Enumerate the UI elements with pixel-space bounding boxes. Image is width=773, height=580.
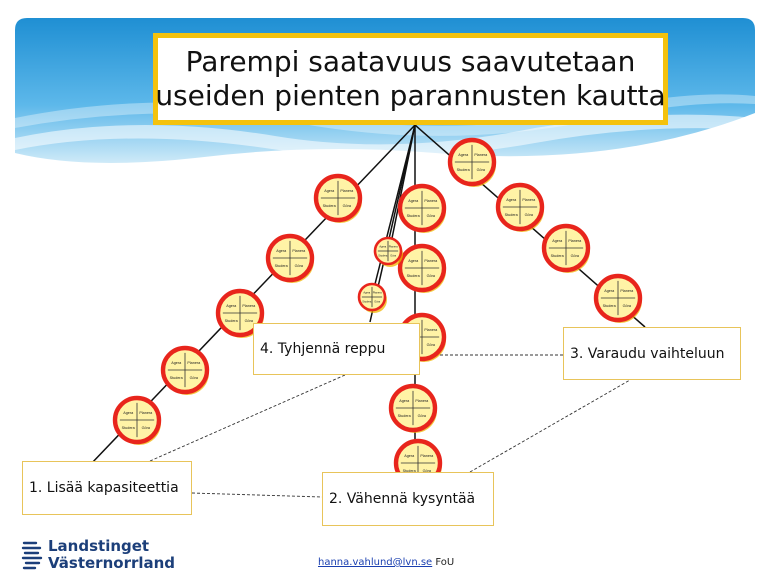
pdsa-quadrant-label: Agera — [408, 259, 419, 263]
pdsa-quadrant-label: Agera — [604, 289, 615, 293]
ramp-line-small-b — [371, 124, 416, 297]
ramp-line-small-a — [389, 124, 416, 249]
pdsa-quadrant-label: Planera — [568, 239, 582, 243]
pdsa-quadrant-label: Planera — [187, 361, 201, 365]
pdsa-quadrant-label: Planera — [389, 244, 398, 248]
pdsa-quadrant-label: Planera — [373, 290, 382, 294]
pdsa-quadrant-label: Planera — [340, 189, 354, 193]
title-line-1: Parempi saatavuus saavutetaan — [185, 45, 636, 78]
pdsa-quadrant-label: Studera — [362, 299, 372, 303]
pdsa-quadrant-label: Studera — [225, 319, 239, 323]
pdsa-quadrant-label: Studera — [403, 469, 417, 473]
label-increase-capacity: 1. Lisää kapasiteettia — [22, 461, 192, 515]
pdsa-quadrant-label: Studera — [457, 168, 471, 172]
logo: Landstinget Västernorrland — [20, 537, 200, 575]
pdsa-quadrant-label: Studera — [398, 414, 412, 418]
logo-icon — [21, 541, 43, 570]
pdsa-quadrant-label: Agera — [276, 249, 287, 253]
pdsa-quadrant-label: Agera — [379, 244, 386, 248]
pdsa-quadrant-label: Göra — [427, 343, 436, 347]
pdsa-quadrant-label: Agera — [171, 361, 182, 365]
pdsa-quadrant-label: Planera — [424, 328, 438, 332]
footer-email-link[interactable]: hanna.vahlund@lvn.se — [318, 557, 433, 568]
label-reduce-demand: 2. Vähennä kysyntää — [322, 472, 494, 526]
pdsa-quadrant-label: Studera — [378, 253, 388, 257]
pdsa-quadrant-label: Agera — [226, 304, 237, 308]
footer: hanna.vahlund@lvn.se FoU — [318, 557, 454, 568]
pdsa-quadrant-label: Studera — [275, 264, 289, 268]
pdsa-quadrant-label: Göra — [423, 469, 432, 473]
pdsa-quadrant-label: Planera — [242, 304, 256, 308]
pdsa-quadrant-label: Agera — [506, 198, 517, 202]
pdsa-quadrant-label: Planera — [420, 454, 434, 458]
pdsa-quadrant-label: Göra — [427, 274, 436, 278]
pdsa-quadrant-label: Planera — [424, 259, 438, 263]
logo-line-1: Landstinget — [48, 537, 150, 555]
pdsa-quadrant-label: Agera — [408, 199, 419, 203]
dashed-link-1-2 — [191, 492, 323, 498]
title-box: Parempi saatavuus saavutetaan useiden pi… — [153, 33, 668, 125]
pdsa-quadrant-label: Göra — [295, 264, 304, 268]
pdsa-quadrant-label: Göra — [477, 168, 486, 172]
label-empty-backpack: 4. Tyhjennä reppu — [253, 323, 420, 375]
pdsa-quadrant-label: Studera — [551, 254, 565, 258]
dashed-link-1-4 — [149, 374, 346, 462]
pdsa-quadrant-label: Agera — [123, 411, 134, 415]
pdsa-quadrant-label: Studera — [407, 214, 421, 218]
pdsa-quadrant-label: Planera — [620, 289, 634, 293]
pdsa-quadrant-label: Planera — [139, 411, 153, 415]
pdsa-quadrant-label: Studera — [505, 213, 519, 217]
pdsa-quadrant-label: Studera — [407, 274, 421, 278]
pdsa-quadrant-label: Göra — [390, 253, 396, 257]
title-line-2: useiden pienten parannusten kautta — [155, 79, 666, 112]
pdsa-quadrant-label: Planera — [292, 249, 306, 253]
pdsa-quadrant-label: Göra — [142, 426, 151, 430]
pdsa-quadrant-label: Göra — [571, 254, 580, 258]
pdsa-quadrant-label: Agera — [324, 189, 335, 193]
pdsa-quadrant-label: Planera — [474, 153, 488, 157]
pdsa-quadrant-label: Planera — [522, 198, 536, 202]
pdsa-quadrant-label: Agera — [552, 239, 563, 243]
pdsa-quadrant-label: Göra — [525, 213, 534, 217]
pdsa-quadrant-label: Göra — [418, 414, 427, 418]
pdsa-quadrant-label: Studera — [323, 204, 337, 208]
label-prepare-variation: 3. Varaudu vaihteluun — [563, 327, 741, 380]
pdsa-quadrant-label: Göra — [245, 319, 254, 323]
pdsa-quadrant-label: Göra — [374, 299, 380, 303]
logo-line-2: Västernorrland — [48, 554, 176, 572]
pdsa-quadrant-label: Göra — [343, 204, 352, 208]
pdsa-quadrant-label: Agera — [363, 290, 370, 294]
pdsa-quadrant-label: Göra — [623, 304, 632, 308]
pdsa-quadrant-label: Planera — [424, 199, 438, 203]
pdsa-quadrant-label: Göra — [190, 376, 199, 380]
pdsa-quadrant-label: Planera — [415, 399, 429, 403]
pdsa-quadrant-label: Göra — [427, 214, 436, 218]
footer-unit: FoU — [435, 557, 455, 568]
pdsa-quadrant-label: Agera — [404, 454, 415, 458]
pdsa-quadrant-label: Studera — [122, 426, 136, 430]
pdsa-quadrant-label: Studera — [603, 304, 617, 308]
pdsa-quadrant-label: Studera — [170, 376, 184, 380]
dashed-links — [149, 354, 631, 498]
pdsa-quadrant-label: Agera — [458, 153, 469, 157]
dashed-link-2-3 — [469, 379, 631, 473]
pdsa-quadrant-label: Agera — [399, 399, 410, 403]
